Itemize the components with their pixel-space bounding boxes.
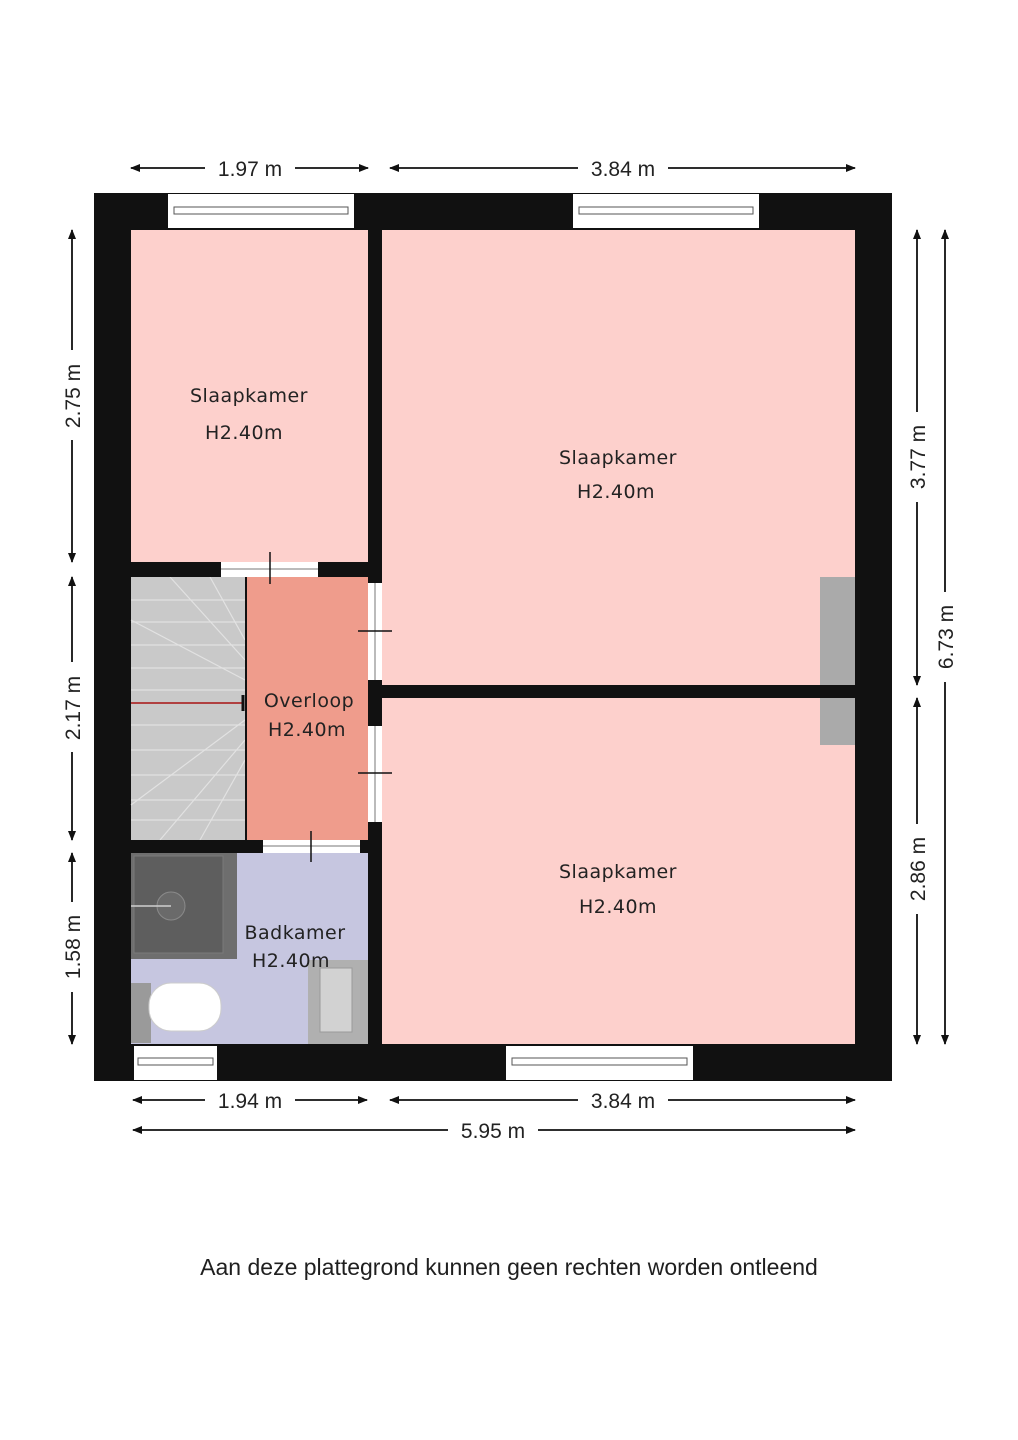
window-top-right <box>573 194 759 228</box>
dim-label-left-top: 2.75 m <box>62 364 85 428</box>
room-floor-bedroom-top-right <box>382 230 855 685</box>
dim-label-right-top: 3.77 m <box>907 425 930 489</box>
sink <box>308 960 368 1044</box>
room-name-bedroom-top-right: Slaapkamer <box>559 447 677 469</box>
dim-label-left-bottom: 1.58 m <box>62 915 85 979</box>
room-floor-bedroom-top-left <box>131 230 368 562</box>
door-bedroom-bottom-right <box>358 726 392 822</box>
wardrobe <box>820 577 855 745</box>
room-name-bedroom-bottom-right: Slaapkamer <box>559 861 677 883</box>
dim-label-left-middle: 2.17 m <box>62 676 85 740</box>
toilet <box>131 982 222 1043</box>
room-floor-bedroom-bottom-right <box>382 698 855 1044</box>
window-bottom-left <box>134 1046 217 1080</box>
dim-label-top-left: 1.97 m <box>218 158 282 181</box>
room-height-bedroom-top-left: H2.40m <box>205 422 283 444</box>
dim-label-bottom-total: 5.95 m <box>461 1120 525 1143</box>
wall-right-bedrooms <box>368 685 855 698</box>
room-name-landing: Overloop <box>264 690 354 712</box>
room-floor-landing <box>247 577 368 840</box>
door-bathroom <box>263 831 360 862</box>
shower <box>131 853 237 959</box>
dim-label-bottom-right: 3.84 m <box>591 1090 655 1113</box>
disclaimer-text: Aan deze plattegrond kunnen geen rechten… <box>200 1254 818 1280</box>
dim-label-bottom-left: 1.94 m <box>218 1090 282 1113</box>
door-bedroom-top-right <box>358 583 392 680</box>
room-height-bedroom-top-right: H2.40m <box>577 481 655 503</box>
window-bottom-right <box>506 1046 693 1080</box>
wall-stairs-landing <box>245 577 247 840</box>
dim-label-right-bottom: 2.86 m <box>907 837 930 901</box>
room-name-bedroom-top-left: Slaapkamer <box>190 385 308 407</box>
room-height-landing: H2.40m <box>268 719 346 741</box>
window-top-left <box>168 194 354 228</box>
room-height-bedroom-bottom-right: H2.40m <box>579 896 657 918</box>
dim-label-right-total: 6.73 m <box>935 605 958 669</box>
room-name-bathroom: Badkamer <box>244 922 345 944</box>
dim-label-top-right: 3.84 m <box>591 158 655 181</box>
door-bedroom-top-left <box>221 552 318 584</box>
room-height-bathroom: H2.40m <box>252 950 330 972</box>
staircase <box>130 576 246 841</box>
